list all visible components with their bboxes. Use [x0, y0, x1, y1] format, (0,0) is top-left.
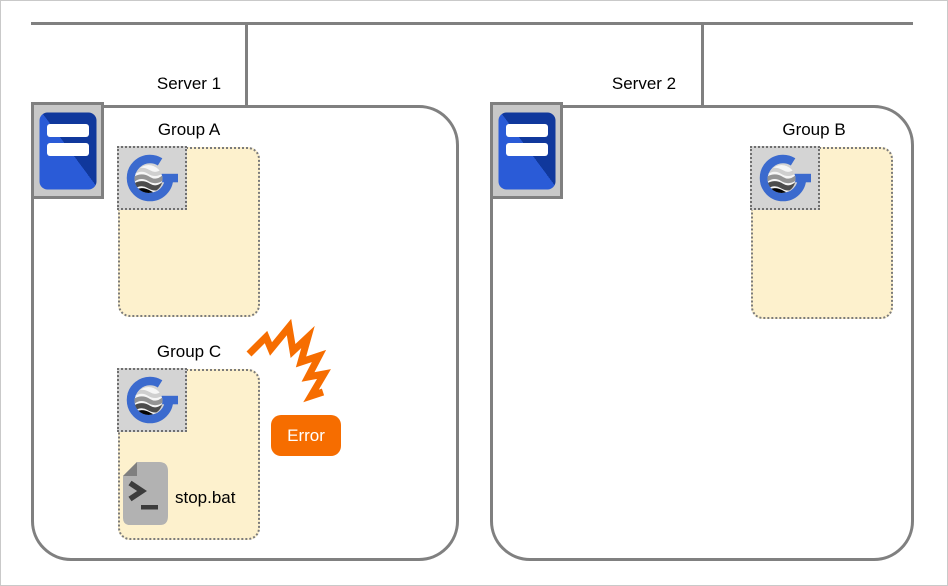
server2-connector-line [701, 22, 704, 105]
g-app-icon [121, 149, 183, 207]
server2-label: Server 2 [611, 74, 677, 93]
spark-icon [246, 319, 331, 403]
g-app-icon [754, 149, 816, 207]
server2-chip [490, 102, 563, 199]
network-bus-line [31, 22, 913, 25]
server1-label: Server 1 [156, 74, 222, 93]
group-c-chip [117, 368, 187, 432]
server1-connector-line [245, 22, 248, 105]
group-b-label: Group B [782, 120, 846, 139]
error-badge: Error [271, 415, 341, 456]
server-icon [39, 112, 97, 190]
server-icon [498, 112, 556, 190]
group-a-label: Group A [157, 120, 221, 139]
group-c-label: Group C [156, 342, 222, 361]
batch-file-label: stop.bat [175, 488, 236, 507]
batch-file-icon [122, 461, 169, 526]
group-a-chip [117, 146, 187, 210]
g-app-icon [121, 371, 183, 429]
group-b-chip [750, 146, 820, 210]
server1-chip [31, 102, 104, 199]
